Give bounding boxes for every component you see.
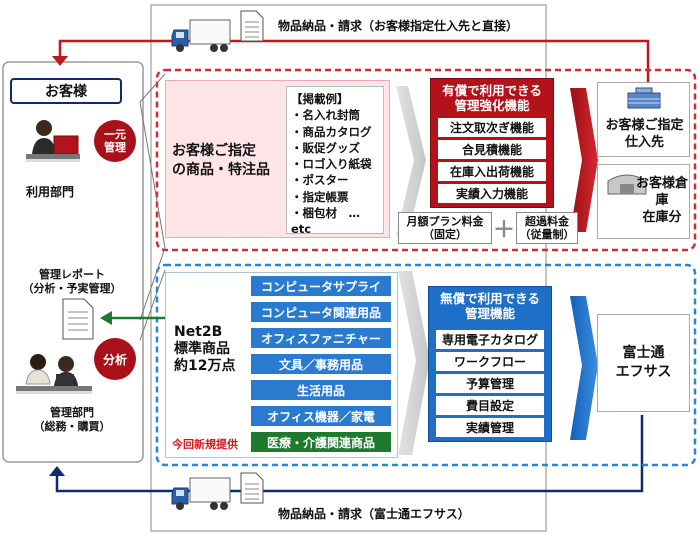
plus-icon: ＋ bbox=[493, 218, 516, 243]
category-item: コンピュータ関連用品 bbox=[251, 302, 391, 322]
free-section-frame bbox=[155, 263, 697, 467]
supplier-box: お客様ご指定仕入先 bbox=[597, 82, 690, 157]
top-flow-line bbox=[58, 39, 650, 87]
bottom-flow-arrowhead bbox=[49, 466, 65, 476]
top-flow-label: 物品納品・請求（お客様指定仕入先と直接） bbox=[278, 19, 519, 33]
new-offer-label: 今回新規提供 bbox=[172, 438, 238, 451]
truck-icon bbox=[170, 474, 232, 514]
examples-list: 【掲載例】 ・名入れ封筒 ・商品カタログ ・販促グッズ ・ロゴ入り紙袋 ・ポスタ… bbox=[286, 86, 384, 236]
analysis-badge: 分析 bbox=[94, 338, 136, 380]
category-item: オフィス機器／家電 bbox=[251, 406, 391, 426]
document-icon bbox=[240, 472, 264, 504]
free-feature-item: 費目設定 bbox=[436, 396, 544, 415]
free-feature-item: 専用電子カタログ bbox=[436, 330, 544, 349]
paid-feature-item: 合見積機能 bbox=[438, 140, 546, 159]
gray-chevron-bottom bbox=[398, 271, 430, 455]
warehouse-icon bbox=[607, 174, 647, 195]
paid-feature-item: 実績入力機能 bbox=[438, 184, 546, 203]
customer-title: お客様 bbox=[10, 78, 122, 104]
free-feature-item: ワークフロー bbox=[436, 352, 544, 371]
green-arrow-head bbox=[100, 311, 112, 325]
truck-icon bbox=[170, 16, 232, 56]
monthly-fee-box: 月額プラン料金（固定） bbox=[398, 212, 492, 244]
document-icon bbox=[240, 10, 264, 42]
category-item: オフィスファニチャー bbox=[251, 328, 391, 348]
paid-section-frame bbox=[155, 68, 697, 252]
top-flow-arrowhead bbox=[52, 56, 68, 66]
paid-feature-item: 在庫入出荷機能 bbox=[438, 162, 546, 181]
example-item: ・販促グッズ bbox=[291, 140, 360, 155]
category-item: 生活用品 bbox=[251, 380, 391, 400]
unified-badge: 一元管理 bbox=[94, 120, 136, 162]
example-item: ・商品カタログ bbox=[291, 124, 372, 139]
building-icon bbox=[627, 87, 661, 109]
supplier-label: お客様ご指定仕入先 bbox=[605, 118, 684, 150]
paid-feature-item: 注文取次ぎ機能 bbox=[438, 118, 546, 137]
paid-features-title: 有償で利用できる管理強化機能 bbox=[442, 83, 542, 113]
admin-people-icon bbox=[14, 350, 94, 402]
warehouse-box: お客様倉庫在庫分 bbox=[597, 164, 690, 239]
example-item: ・ポスター bbox=[291, 173, 349, 188]
user-dept-label: 利用部門 bbox=[26, 185, 75, 199]
blue-arrow bbox=[570, 296, 598, 440]
example-item: ・梱包材 …etc bbox=[291, 206, 360, 237]
bottom-flow-label: 物品納品・請求（富士通エフサス） bbox=[278, 507, 470, 521]
example-item: ・ロゴ入り紙袋 bbox=[291, 157, 372, 172]
category-item: コンピュータサプライ bbox=[251, 276, 391, 296]
company-box: 富士通エフサス bbox=[597, 314, 690, 412]
free-feature-item: 予算管理 bbox=[436, 374, 544, 393]
report-label: 管理レポート（分析・予実管理） bbox=[22, 268, 122, 295]
excess-fee-box: 超過料金（従量制） bbox=[516, 212, 578, 244]
user-person-icon bbox=[20, 114, 82, 176]
warehouse-label: お客様倉庫在庫分 bbox=[635, 176, 688, 225]
example-item: ・名入れ封筒 bbox=[291, 108, 360, 123]
paid-products-label: お客様ご指定の商品・特注品 bbox=[172, 143, 270, 178]
bottom-flow-line bbox=[55, 415, 644, 493]
free-features-title: 無償で利用できる管理機能 bbox=[440, 291, 540, 321]
service-frame bbox=[150, 4, 547, 532]
example-item: ・指定帳票 bbox=[291, 189, 349, 204]
gray-chevron-top bbox=[396, 86, 426, 236]
admin-dept-label: 管理部門（総務・購買） bbox=[33, 406, 111, 433]
red-arrow bbox=[570, 88, 598, 232]
new-category-item: 医療・介護関連商品 bbox=[251, 432, 391, 452]
report-document-icon bbox=[62, 298, 94, 340]
free-feature-item: 実績管理 bbox=[436, 418, 544, 437]
category-item: 文具／事務用品 bbox=[251, 354, 391, 374]
